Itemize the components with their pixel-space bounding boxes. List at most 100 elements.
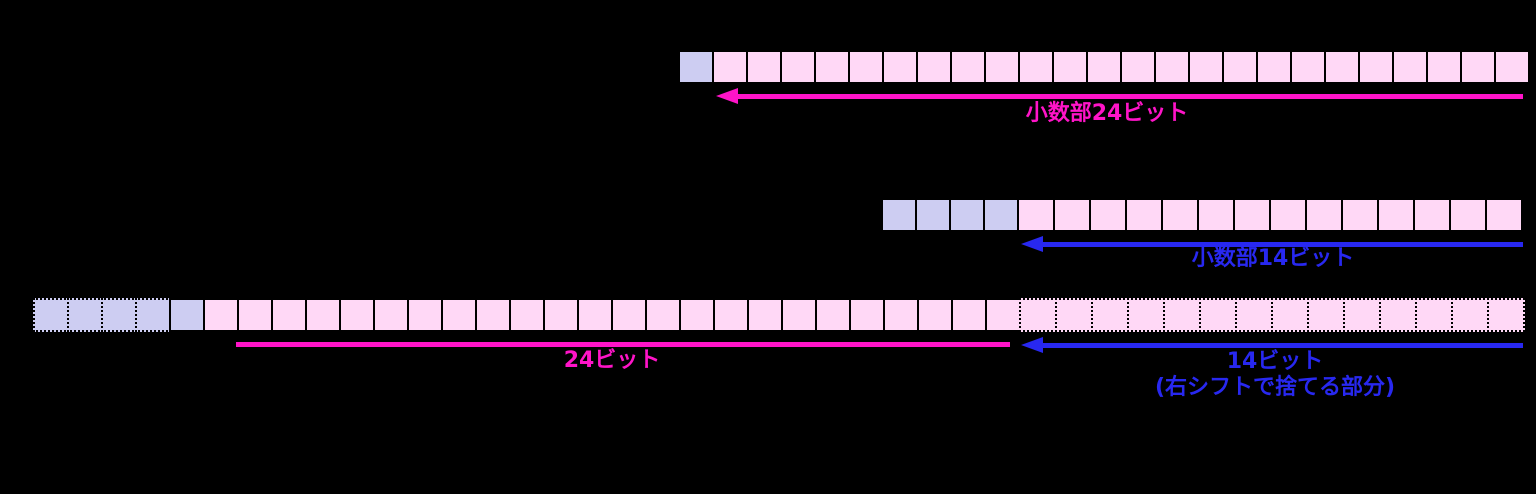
fraction-24bit-arrow bbox=[716, 88, 1523, 104]
bit-cell-pink bbox=[1017, 198, 1055, 232]
bit-cell-pink bbox=[1125, 198, 1163, 232]
bit-cell-pink bbox=[713, 298, 749, 332]
bit-cell-blue bbox=[983, 198, 1019, 232]
bit-cell-pink-dotted bbox=[1019, 298, 1057, 332]
bit-cell-pink bbox=[1197, 198, 1235, 232]
fraction-24bit-label: 小数部24ビット bbox=[1025, 101, 1189, 126]
bit-cell-pink bbox=[849, 298, 885, 332]
bit-cell-pink bbox=[509, 298, 545, 332]
kept-24bit-label: 24ビット bbox=[563, 348, 661, 373]
bit-cell-pink-dotted bbox=[1379, 298, 1417, 332]
arrow-left-head-icon bbox=[716, 88, 738, 104]
bit-cell-pink-dotted bbox=[1451, 298, 1489, 332]
bit-cell-pink-dotted bbox=[1487, 298, 1525, 332]
bit-cell-pink bbox=[1161, 198, 1199, 232]
bit-cell-pink bbox=[441, 298, 477, 332]
bit-cell-pink bbox=[1358, 50, 1394, 84]
bit-cell-pink bbox=[1413, 198, 1451, 232]
bit-row-14bit-fraction bbox=[881, 198, 1523, 232]
discarded-14bit-arrow bbox=[1021, 337, 1523, 353]
fraction-14bit-arrow bbox=[1021, 236, 1523, 252]
bit-cell-pink bbox=[1256, 50, 1292, 84]
bit-cell-pink bbox=[1377, 198, 1415, 232]
bit-cell-pink bbox=[373, 298, 409, 332]
bit-cell-pink bbox=[1269, 198, 1307, 232]
bit-cell-pink bbox=[543, 298, 579, 332]
bit-cell-pink bbox=[1188, 50, 1224, 84]
bit-cell-pink bbox=[271, 298, 307, 332]
bit-cell-pink-dotted bbox=[1235, 298, 1273, 332]
bit-cell-pink bbox=[882, 50, 918, 84]
bit-cell-pink bbox=[1053, 198, 1091, 232]
bit-cell-pink-dotted bbox=[1055, 298, 1093, 332]
discarded-14bit-label-line1: 14ビット bbox=[1226, 349, 1324, 374]
bit-cell-pink-dotted bbox=[1307, 298, 1345, 332]
bit-cell-pink bbox=[883, 298, 919, 332]
bit-cell-pink bbox=[917, 298, 953, 332]
bit-cell-pink-dotted bbox=[1091, 298, 1129, 332]
bit-cell-pink bbox=[815, 298, 851, 332]
bit-cell-pink-dotted bbox=[1271, 298, 1309, 332]
bit-row-product bbox=[33, 298, 1525, 332]
bit-cell-pink bbox=[951, 298, 987, 332]
bit-cell-pink bbox=[237, 298, 273, 332]
arrow-shaft bbox=[732, 94, 1523, 99]
bit-cell-pink bbox=[339, 298, 375, 332]
bit-cell-pink bbox=[1089, 198, 1127, 232]
bit-cell-pink bbox=[1052, 50, 1088, 84]
bit-cell-pink bbox=[747, 298, 783, 332]
bit-cell-pink bbox=[1120, 50, 1156, 84]
bit-cell-pink bbox=[1305, 198, 1343, 232]
bit-cell-pink-dotted bbox=[1415, 298, 1453, 332]
bit-cell-pink bbox=[814, 50, 850, 84]
bit-cell-pink-dotted bbox=[1343, 298, 1381, 332]
bit-cell-pink bbox=[1460, 50, 1496, 84]
bit-cell-pink bbox=[1154, 50, 1190, 84]
bit-cell-pink bbox=[1290, 50, 1326, 84]
bit-cell-blue bbox=[915, 198, 951, 232]
arrow-shaft bbox=[1037, 242, 1523, 247]
fraction-14bit-label: 小数部14ビット bbox=[1191, 246, 1355, 271]
bit-cell-blue bbox=[881, 198, 917, 232]
bit-cell-pink bbox=[1392, 50, 1428, 84]
bit-cell-pink bbox=[305, 298, 341, 332]
kept-24bit-span-line bbox=[236, 342, 1010, 347]
arrow-left-head-icon bbox=[1021, 236, 1043, 252]
bit-cell-pink bbox=[781, 298, 817, 332]
bit-cell-blue bbox=[169, 298, 205, 332]
bit-cell-pink bbox=[1018, 50, 1054, 84]
discarded-14bit-label-line2: (右シフトで捨てる部分) bbox=[1154, 375, 1396, 400]
bit-cell-pink bbox=[1341, 198, 1379, 232]
bit-cell-pink bbox=[1426, 50, 1462, 84]
bit-cell-pink-dotted bbox=[1163, 298, 1201, 332]
discarded-14bit-label: 14ビット (右シフトで捨てる部分) bbox=[1075, 349, 1475, 401]
bit-cell-pink bbox=[203, 298, 239, 332]
bit-cell-pink bbox=[1485, 198, 1523, 232]
bit-cell-pink-dotted bbox=[1127, 298, 1165, 332]
bit-cell-blue-dotted bbox=[33, 298, 69, 332]
bit-cell-blue bbox=[949, 198, 985, 232]
bit-cell-pink bbox=[645, 298, 681, 332]
bit-cell-pink bbox=[1233, 198, 1271, 232]
bit-cell-pink bbox=[407, 298, 443, 332]
bit-cell-pink bbox=[1494, 50, 1530, 84]
bit-cell-pink bbox=[746, 50, 782, 84]
bit-cell-pink bbox=[848, 50, 884, 84]
bit-cell-pink bbox=[916, 50, 952, 84]
bit-cell-pink bbox=[1449, 198, 1487, 232]
bit-cell-pink bbox=[475, 298, 511, 332]
bit-cell-pink-dotted bbox=[1199, 298, 1237, 332]
bit-cell-blue-dotted bbox=[67, 298, 103, 332]
bit-cell-pink bbox=[712, 50, 748, 84]
bit-cell-pink bbox=[611, 298, 647, 332]
bit-cell-pink bbox=[679, 298, 715, 332]
bit-cell-pink bbox=[1222, 50, 1258, 84]
bit-cell-pink bbox=[1086, 50, 1122, 84]
bit-cell-pink bbox=[984, 50, 1020, 84]
bit-cell-pink bbox=[950, 50, 986, 84]
arrow-left-head-icon bbox=[1021, 337, 1043, 353]
bit-cell-blue bbox=[678, 50, 714, 84]
bit-cell-pink bbox=[1324, 50, 1360, 84]
arrow-shaft bbox=[1037, 343, 1523, 348]
